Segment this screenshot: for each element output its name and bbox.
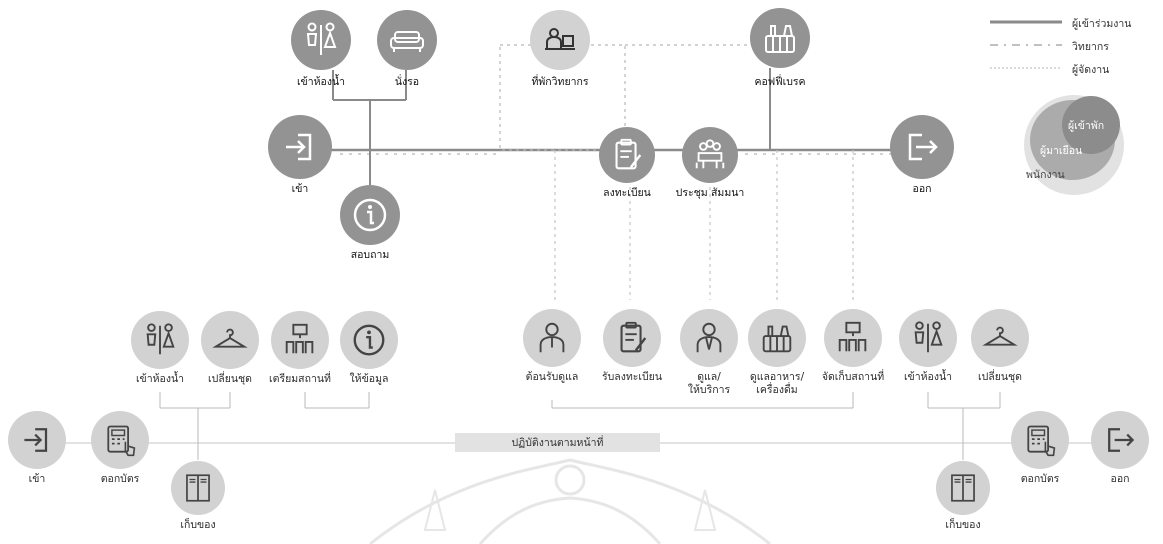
staff-restroom-left-label: เข้าห้องน้ำ	[135, 373, 185, 385]
exit-label: ออก	[912, 183, 932, 195]
locker-right-label: เก็บของ	[945, 519, 981, 531]
enter-icon	[268, 115, 332, 179]
sofa-icon	[377, 10, 437, 70]
locker-left-label: เก็บของ	[180, 519, 216, 531]
give-info-label: ให้ข้อมูล	[349, 373, 389, 385]
venn-staff-label: พนักงาน	[1026, 169, 1065, 181]
information-label: สอบถาม	[350, 249, 390, 261]
duty-bar: ปฏิบัติงานตามหน้าที่	[455, 433, 660, 452]
info-icon	[340, 185, 400, 245]
emblem-watermark	[369, 458, 771, 544]
venn-visitor-label: ผู้มาเยือน	[1040, 145, 1083, 157]
venn-guest-label: ผู้เข้าพัก	[1068, 120, 1105, 132]
restroom-icon	[899, 309, 957, 367]
restroom-label: เข้าห้องน้ำ	[296, 76, 346, 88]
staff-person-icon	[523, 309, 581, 367]
food-drink-label: ดูแลอาหาร/ เครื่องดื่ม	[749, 371, 805, 396]
staff-change-left-label: เปลี่ยนชุด	[208, 373, 252, 385]
staff-restroom-right-label: เข้าห้องน้ำ	[903, 371, 953, 383]
speaker-lounge-loop	[499, 44, 626, 151]
entry-label: เข้า	[291, 183, 309, 195]
clear-venue-label: จัดเก็บสถานที่	[821, 371, 885, 383]
coffee-break-label: คอฟฟี่เบรค	[754, 76, 806, 88]
receive-registration-label: รับลงทะเบียน	[601, 371, 663, 383]
workstation-icon	[530, 10, 590, 70]
restroom-icon	[131, 311, 189, 369]
staff-change-right-label: เปลี่ยนชุด	[978, 371, 1022, 383]
venue-setup-icon	[824, 309, 882, 367]
exit-icon	[890, 115, 954, 179]
clipboard-icon	[599, 127, 655, 183]
punch-in-label: ตอกบัตร	[100, 473, 140, 485]
legend-participant-label: ผู้เข้าร่วมงาน	[1072, 18, 1132, 30]
restroom-icon	[291, 10, 351, 70]
staff-exit-label: ออก	[1110, 473, 1130, 485]
registration-label: ลงทะเบียน	[603, 187, 651, 199]
time-clock-icon	[1011, 411, 1069, 469]
hanger-icon	[971, 309, 1029, 367]
clipboard-icon	[603, 309, 661, 367]
enter-icon	[8, 411, 66, 469]
waiting-label: นั่งรอ	[394, 76, 420, 88]
venn-guest-circle	[1062, 96, 1120, 154]
hanger-icon	[201, 311, 259, 369]
staff-person-icon	[680, 309, 738, 367]
drinks-icon	[750, 8, 810, 68]
service-label: ดูแล/ ให้บริการ	[687, 371, 731, 396]
speaker-lounge-label: ที่พักวิทยากร	[531, 76, 589, 88]
time-clock-icon	[91, 411, 149, 469]
exit-icon	[1091, 411, 1149, 469]
legend-speaker-label: วิทยากร	[1072, 41, 1109, 53]
prepare-venue-label: เตรียมสถานที่	[269, 373, 331, 385]
punch-out-label: ตอกบัตร	[1020, 473, 1060, 485]
venue-setup-icon	[271, 311, 329, 369]
locker-icon	[936, 461, 990, 515]
info-icon	[340, 311, 398, 369]
drinks-icon	[748, 309, 806, 367]
staff-entry-label: เข้า	[28, 473, 46, 485]
meeting-icon	[682, 127, 738, 183]
legend-organizer-label: ผู้จัดงาน	[1072, 64, 1110, 76]
meeting-label: ประชุม สัมมนา	[675, 187, 745, 199]
welcome-label: ต้อนรับดูแล	[525, 371, 579, 383]
locker-icon	[171, 461, 225, 515]
